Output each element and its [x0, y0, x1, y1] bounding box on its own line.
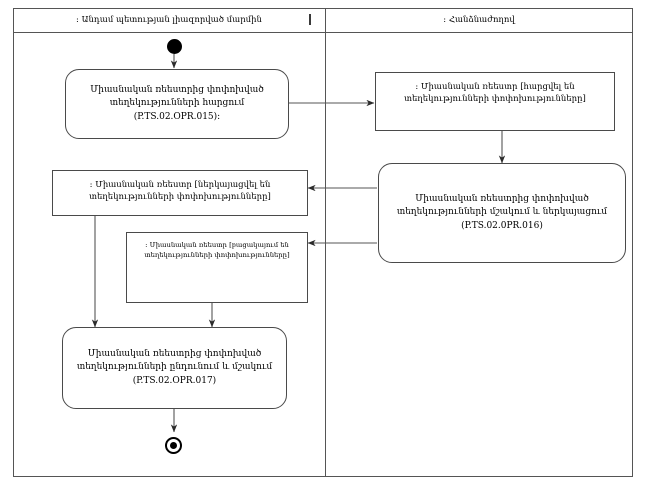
lane-collapse-tick-icon — [309, 14, 311, 25]
final-node — [165, 437, 182, 454]
initial-node — [167, 39, 182, 54]
activity-request-changed-info[interactable]: Միասնական ռեեստրից փոփոխված տեղեկություն… — [65, 69, 289, 139]
swimlane-divider — [325, 8, 326, 477]
activity-receive-and-process[interactable]: Միասնական ռեեստրից փոփոխված տեղեկություն… — [62, 327, 287, 409]
object-registry-presented[interactable]: : Միասնական ռեեստր [ներկայացվել են տեղեկ… — [52, 170, 308, 216]
swimlane-header-row: : Անդամ պետության լիազորված մարմին : Հան… — [13, 8, 633, 33]
object-registry-requested[interactable]: : Միասնական ռեեստր [հարցվել են տեղեկությ… — [375, 72, 615, 131]
activity-process-and-present[interactable]: Միասնական ռեեստրից փոփոխված տեղեկություն… — [378, 163, 626, 263]
swimlane-header-left: : Անդամ պետության լիազորված մարմին — [76, 15, 262, 25]
object-registry-absent[interactable]: : Միասնական ռեեստր [բացակայում են տեղեկո… — [126, 232, 308, 303]
swimlane-header-right: : Հանձնաժողով — [443, 15, 515, 25]
